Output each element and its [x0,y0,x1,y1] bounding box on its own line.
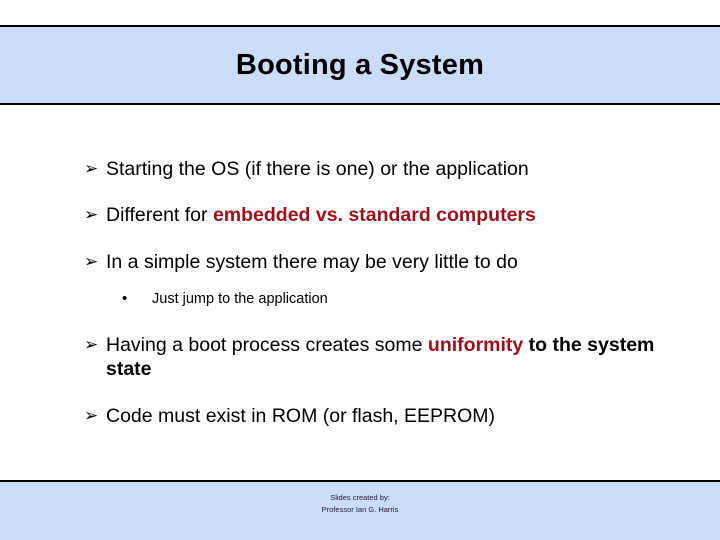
bullet-text: Code must exist in ROM (or flash, EEPROM… [106,404,496,427]
sub-list-item: • Just jump to the application [122,290,664,309]
bullet-text-emphasis: embedded vs. standard computers [212,204,536,227]
arrowhead-bullet-icon: ➢ [84,159,99,178]
list-item: ➢ Having a boot process creates some unif… [84,333,664,382]
arrowhead-bullet-icon: ➢ [84,334,99,354]
arrowhead-bullet-icon: ➢ [84,405,99,425]
bullet-text: In a simple system there may be very lit… [106,250,518,273]
list-item: ➢ Different for embedded vs. standard com… [84,203,664,227]
list-item: ➢ Code must exist in ROM (or flash, EEPRO… [84,404,664,428]
arrowhead-bullet-icon: ➢ [84,205,99,225]
list-item: ➢ Starting the OS (if there is one) or th… [84,157,664,181]
bullet-text-bold-tail: to the system state [106,333,655,381]
slide-title-band: Booting a System [0,25,720,105]
arrowhead-bullet-icon: ➢ [84,251,99,271]
page-title: Booting a System [235,48,485,81]
bullet-text-emphasis: uniformity [427,333,524,356]
sub-bullet-text: Just jump to the application [152,291,328,308]
bullet-text: Starting the OS (if there is one) or the… [106,158,529,180]
slide-footer-band: Slides created by: Professor Ian G. Harr… [0,480,720,540]
footer-credit-line1: Slides created by: [330,493,390,502]
slide-body: ➢ Starting the OS (if there is one) or th… [0,107,720,480]
footer-credit-line2: Professor Ian G. Harris [321,504,399,514]
bullet-text: Having a boot process creates some [106,333,428,356]
footer-credit: Slides created by: Professor Ian G. Harr… [0,482,720,515]
list-item: ➢ In a simple system there may be very li… [84,250,664,274]
bullet-text: Different for [106,204,213,227]
bullet-list: ➢ Starting the OS (if there is one) or th… [84,157,664,450]
round-bullet-icon: • [122,290,128,308]
